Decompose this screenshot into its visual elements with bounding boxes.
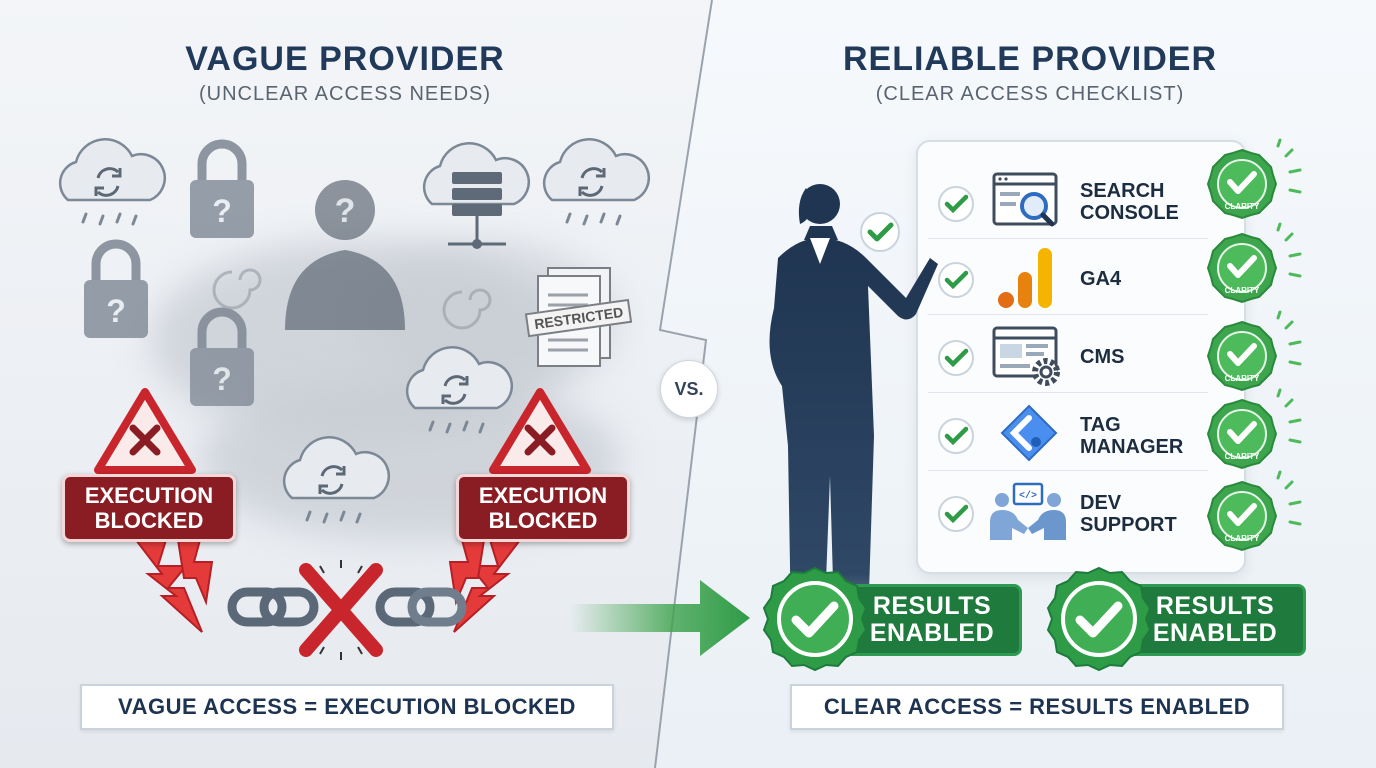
checklist-row-cms: CMS xyxy=(928,318,1208,393)
warning-triangle-icon xyxy=(489,388,591,474)
check-circle-icon xyxy=(938,496,974,532)
checklist-row-tag-manager: TAG MANAGER xyxy=(928,396,1208,471)
svg-text:</>: </> xyxy=(1019,490,1037,502)
lightning-bolt-icon xyxy=(133,539,214,633)
clarity-badge-label: CLARITY xyxy=(1225,286,1260,295)
ga4-icon xyxy=(998,248,1052,308)
left-title-block: VAGUE PROVIDER (UNCLEAR ACCESS NEEDS) xyxy=(110,40,580,106)
cms-icon xyxy=(992,326,1060,386)
results-check-badge-icon xyxy=(1046,566,1152,672)
check-circle-icon xyxy=(860,212,900,252)
clarity-badge-label: CLARITY xyxy=(1225,374,1260,383)
clarity-badge-label: CLARITY xyxy=(1225,202,1260,211)
clarity-badges: CLARITY CLARITY CLARITY CLARITY CLARITY xyxy=(1196,138,1306,558)
checklist-label: CMS xyxy=(1080,346,1125,368)
red-x-icon xyxy=(299,560,383,660)
dev-support-icon: </> xyxy=(990,482,1066,540)
svg-text:?: ? xyxy=(335,192,356,230)
checklist-label: DEV SUPPORT xyxy=(1080,492,1177,536)
left-illustration: ? ? xyxy=(58,137,651,660)
vs-badge: VS. xyxy=(660,360,718,418)
check-circle-icon xyxy=(938,418,974,454)
green-arrow-icon xyxy=(570,580,750,656)
check-circle-icon xyxy=(938,340,974,376)
checklist-row-ga4: GA4 xyxy=(928,240,1208,315)
lock-question-icon xyxy=(190,144,254,238)
cloud-sync-icon xyxy=(282,435,391,524)
results-check-badge-icon xyxy=(762,566,868,672)
checklist-label: TAG MANAGER xyxy=(1080,414,1184,458)
server-cloud-icon xyxy=(422,142,531,249)
tag-manager-icon xyxy=(1000,404,1058,462)
swirl-icon xyxy=(212,268,492,330)
cloud-sync-icon xyxy=(405,345,514,434)
broken-chain-icon xyxy=(227,587,467,627)
checklist-label: GA4 xyxy=(1080,268,1122,290)
clarity-badge-label: CLARITY xyxy=(1225,534,1260,543)
right-subtitle: (CLEAR ACCESS CHECKLIST) xyxy=(875,83,1185,105)
checklist-row-dev-support: </> DEV SUPPORT xyxy=(928,474,1208,548)
checklist-label: SEARCH CONSOLE xyxy=(1080,180,1179,224)
checklist-row-search-console: SEARCH CONSOLE xyxy=(928,164,1208,239)
warning-triangle-icon xyxy=(94,388,196,474)
cloud-sync-icon xyxy=(542,137,651,226)
search-console-icon xyxy=(992,172,1058,227)
left-title: VAGUE PROVIDER xyxy=(185,40,505,78)
execution-blocked-label: EXECUTION BLOCKED xyxy=(62,474,236,542)
results-enabled-label: RESULTS ENABLED xyxy=(1124,584,1306,656)
lock-question-icon xyxy=(84,244,148,338)
cloud-sync-icon xyxy=(58,137,167,226)
unknown-person-icon: ? xyxy=(285,180,405,330)
lock-question-icon xyxy=(190,312,254,406)
right-summary-banner: CLEAR ACCESS = RESULTS ENABLED xyxy=(790,684,1284,730)
check-circle-icon xyxy=(938,186,974,222)
execution-blocked-label: EXECUTION BLOCKED xyxy=(456,474,630,542)
clarity-badge-label: CLARITY xyxy=(1225,452,1260,461)
right-title: RELIABLE PROVIDER xyxy=(842,40,1218,78)
businesswoman-icon xyxy=(769,184,938,620)
right-title-block: RELIABLE PROVIDER (CLEAR ACCESS CHECKLIS… xyxy=(790,40,1270,106)
left-summary-banner: VAGUE ACCESS = EXECUTION BLOCKED xyxy=(80,684,614,730)
check-circle-icon xyxy=(938,262,974,298)
left-subtitle: (UNCLEAR ACCESS NEEDS) xyxy=(198,83,492,105)
